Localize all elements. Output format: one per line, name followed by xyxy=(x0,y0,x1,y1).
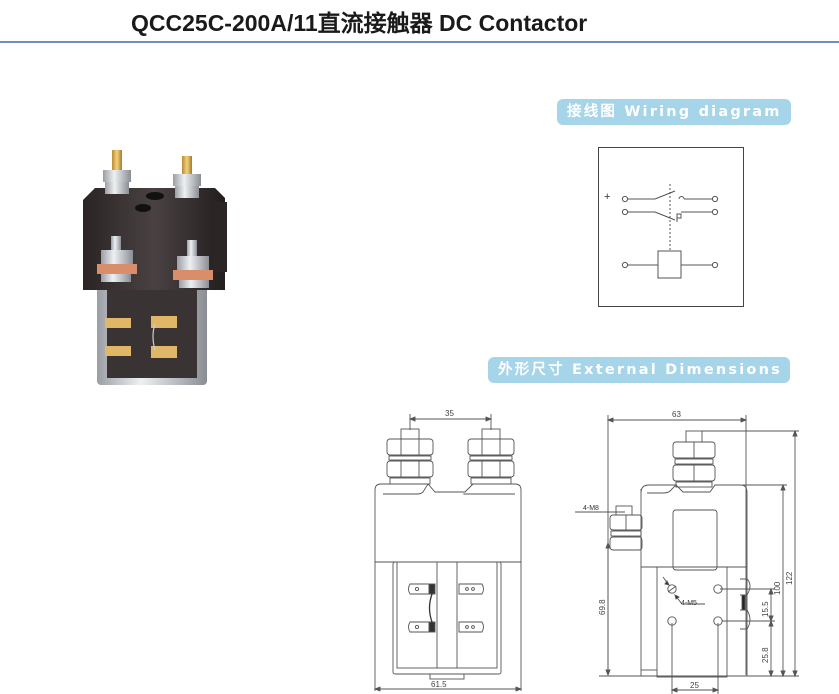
dim-bottom-offset: 25.8 xyxy=(761,647,770,663)
front-stud-left xyxy=(386,428,434,485)
wiring-diagram-label: 接线图 Wiring diagram xyxy=(557,99,791,125)
top-terminal-right xyxy=(173,156,201,198)
spade-connector xyxy=(151,346,177,358)
title-divider xyxy=(0,41,839,43)
lower-terminal-left xyxy=(97,236,137,282)
spade-terminal xyxy=(408,621,436,633)
coil-icon xyxy=(657,250,682,279)
front-view-drawing: 35 xyxy=(373,409,523,692)
contact-nc xyxy=(654,211,676,221)
polarity-mark: + xyxy=(604,191,610,203)
dim-width: 63 xyxy=(672,410,681,419)
spade-terminal xyxy=(458,583,484,595)
jumper-wire xyxy=(428,593,433,623)
dim-total-height: 122 xyxy=(785,571,794,585)
spade-connector xyxy=(105,346,131,356)
terminal-icon xyxy=(711,195,719,203)
dim-hole-spacing-h: 25 xyxy=(690,681,699,690)
label-mount: 4-M5 xyxy=(681,600,697,607)
terminal-icon xyxy=(711,208,719,216)
side-mini-stud xyxy=(609,505,643,551)
spade-connector xyxy=(105,318,131,328)
front-housing-top xyxy=(374,483,429,495)
lower-terminal-right xyxy=(173,240,213,288)
contact-no xyxy=(654,190,676,200)
spade-connector xyxy=(151,316,177,328)
spade-terminal xyxy=(408,583,436,595)
wiring-frame xyxy=(598,147,744,307)
side-stud xyxy=(672,430,716,488)
dim-body-height: 100 xyxy=(773,581,782,595)
coil-window xyxy=(672,509,718,571)
terminal-icon xyxy=(711,261,719,269)
dim-width: 61.5 xyxy=(431,680,447,689)
page-title: QCC25C-200A/11直流接触器 DC Contactor xyxy=(131,10,588,36)
product-photo xyxy=(83,150,227,385)
front-frame xyxy=(392,561,502,675)
mount-hole xyxy=(667,584,677,594)
dim-mount-height: 69.8 xyxy=(598,599,607,615)
dimensions-label: 外形尺寸 External Dimensions xyxy=(488,357,790,383)
side-view-drawing: 63 4-M8 4-M5 25 69 xyxy=(575,410,799,694)
spade-terminal xyxy=(458,621,484,633)
front-stud-right xyxy=(467,428,515,485)
wiring-diagram: + xyxy=(598,147,744,307)
top-terminal-left xyxy=(103,150,131,194)
terminal-icon xyxy=(621,195,629,203)
terminal-icon xyxy=(621,261,629,269)
dim-hole-spacing-v: 15.5 xyxy=(761,601,770,617)
label-stud: 4-M8 xyxy=(583,505,599,512)
terminal-icon xyxy=(621,208,629,216)
dim-terminal-spacing: 35 xyxy=(445,409,454,418)
